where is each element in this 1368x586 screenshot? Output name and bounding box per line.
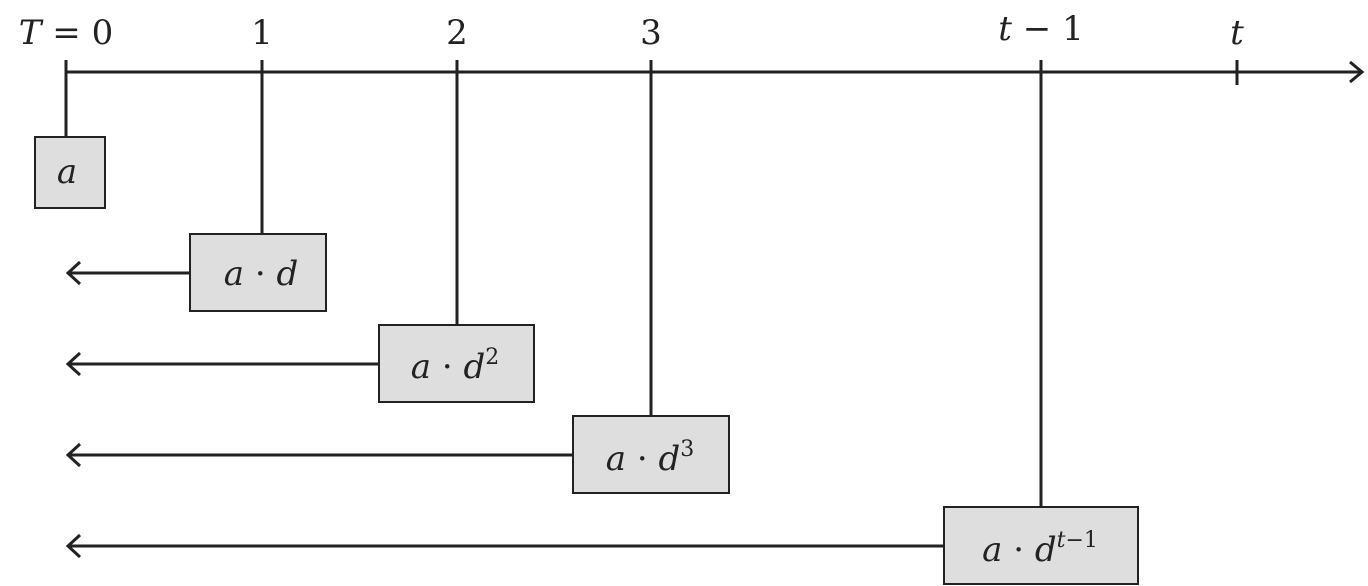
value-box-2-label: a · d2 — [411, 345, 499, 387]
value-box-2 — [378, 324, 535, 403]
value-box-0 — [34, 136, 106, 209]
tick-label-1: 1 — [251, 13, 273, 53]
discount-arrowhead-1 — [65, 260, 82, 286]
value-box-3-label: a · d3 — [606, 437, 694, 479]
value-box-t-minus-1-label: a · dt−1 — [982, 528, 1098, 570]
value-box-1 — [189, 233, 327, 312]
value-box-0-label: a — [57, 152, 77, 192]
time-axis-arrowhead — [1349, 60, 1365, 84]
tick-label-2: 2 — [446, 13, 468, 53]
value-box-1-label: a · d — [224, 254, 298, 294]
discount-arrowhead-3 — [65, 442, 82, 468]
discount-arrowhead-t-minus-1 — [65, 533, 82, 559]
value-box-3 — [572, 415, 730, 494]
tick-label-3: 3 — [640, 13, 662, 53]
tick-label-t0: T = 0 — [19, 13, 113, 53]
value-box-t-minus-1 — [943, 506, 1139, 585]
tick-label-t: t — [1230, 13, 1244, 53]
tick-label-t-minus-1: t − 1 — [998, 9, 1083, 49]
discount-arrowhead-2 — [65, 351, 82, 377]
